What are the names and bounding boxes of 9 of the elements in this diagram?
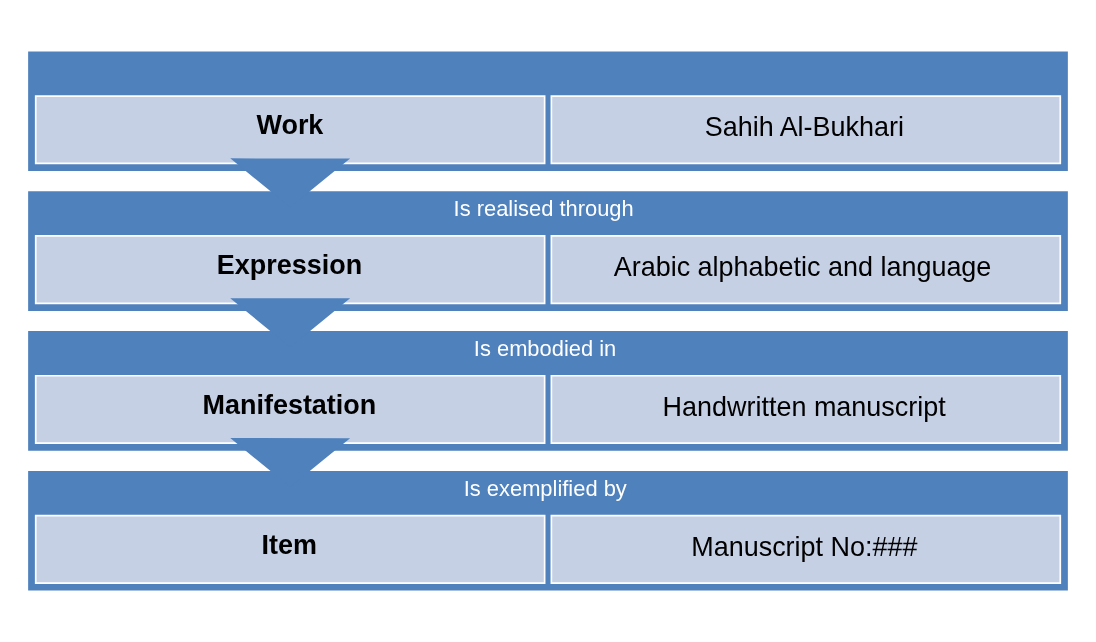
node-box: Manuscript No:### — [550, 514, 1062, 584]
node-box: Manifestation — [34, 374, 546, 444]
node-box: Sahih Al-Bukhari — [550, 95, 1062, 165]
node-box: Handwritten manuscript — [550, 374, 1062, 444]
node-box: Item — [34, 514, 546, 584]
cluster — [28, 51, 1068, 172]
node-box: Arabic alphabetic and language — [550, 235, 1062, 305]
node-box: Expression — [34, 235, 546, 305]
node-box: Work — [34, 95, 546, 165]
